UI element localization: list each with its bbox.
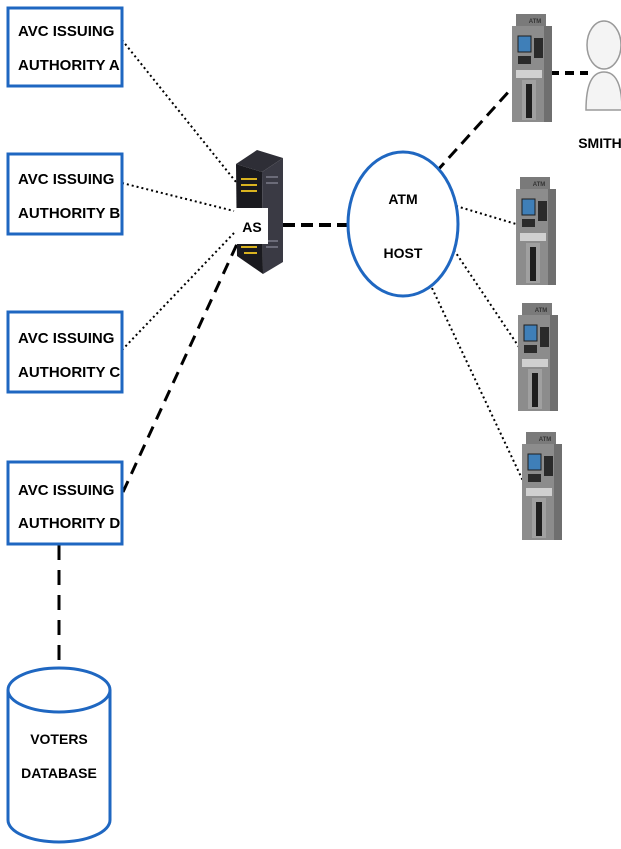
authority-box-d: AVC ISSUING AUTHORITY D xyxy=(6,460,124,546)
atm-icon-3: ATM xyxy=(517,302,559,412)
host-label-line2: HOST xyxy=(384,245,423,261)
atm-4-tag: ATM xyxy=(539,437,552,443)
database-label-line2: DATABASE xyxy=(21,765,97,781)
database-label-line1: VOTERS xyxy=(30,731,88,747)
connections xyxy=(57,39,588,668)
atm-host-node: ATM HOST xyxy=(346,150,460,298)
link-host-atm-4 xyxy=(431,287,525,484)
person-icon xyxy=(585,20,621,111)
authority-box-a: AVC ISSUING AUTHORITY A xyxy=(6,6,124,88)
link-host-atm-2 xyxy=(455,205,517,225)
authority-b-line2: AUTHORITY B xyxy=(18,205,120,222)
authority-d-line2: AUTHORITY D xyxy=(18,515,120,532)
atm-2-tag: ATM xyxy=(533,182,546,188)
atm-3-tag: ATM xyxy=(535,308,548,314)
link-authority-d-server xyxy=(121,243,239,493)
link-authority-b-server xyxy=(121,182,235,212)
link-host-atm-1 xyxy=(434,86,514,174)
atm-icon-2: ATM xyxy=(515,176,557,286)
authority-c-line1: AVC ISSUING xyxy=(18,330,114,347)
authority-box-c: AVC ISSUING AUTHORITY C xyxy=(6,310,124,394)
server-label: AS xyxy=(242,219,261,235)
authority-a-line2: AUTHORITY A xyxy=(18,57,120,74)
atm-icon-1: ATM xyxy=(511,13,553,123)
authority-d-line1: AVC ISSUING xyxy=(18,482,114,499)
link-authority-a-server xyxy=(121,39,237,183)
link-authority-c-server xyxy=(121,232,235,351)
authority-a-line1: AVC ISSUING xyxy=(18,23,114,40)
authority-b-line1: AVC ISSUING xyxy=(18,171,114,188)
atm-1-tag: ATM xyxy=(529,19,542,25)
link-host-atm-3 xyxy=(453,249,522,351)
authority-box-b: AVC ISSUING AUTHORITY B xyxy=(6,152,124,236)
atm-icon-4: ATM xyxy=(521,431,563,541)
authority-c-line2: AUTHORITY C xyxy=(18,364,120,381)
database-icon: VOTERS DATABASE xyxy=(6,666,112,844)
host-label-line1: ATM xyxy=(388,191,417,207)
user-name-label: SMITH xyxy=(578,135,621,151)
server-icon: AS xyxy=(236,150,283,274)
